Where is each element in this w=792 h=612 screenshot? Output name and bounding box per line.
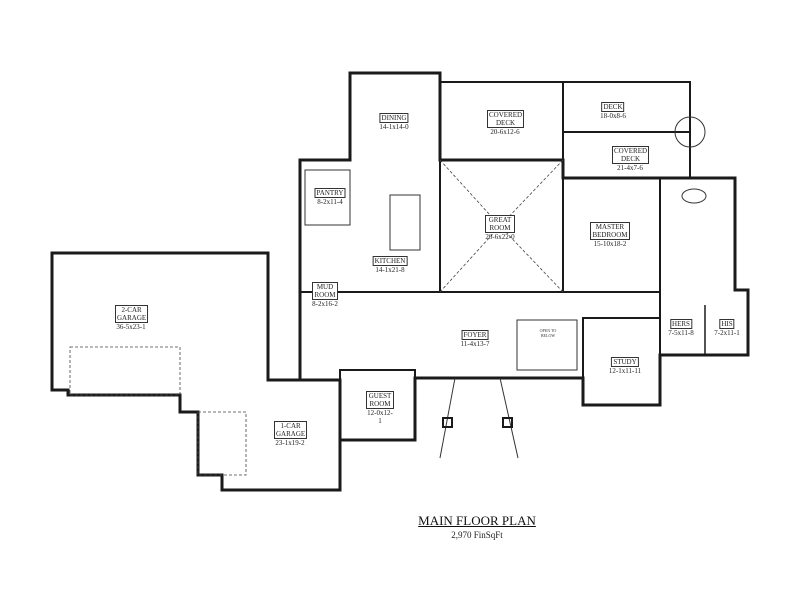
room-name: 2-CAR GARAGE: [115, 305, 149, 323]
room-dimensions: 8-2x16-2: [312, 300, 338, 308]
room-dimensions: 7-5x11-8: [668, 329, 694, 337]
room-dimensions: 8-2x11-4: [317, 198, 343, 206]
room-dimensions: 20-6x22-0: [485, 233, 515, 241]
room-dimensions: 14-1x21-8: [375, 266, 405, 274]
room-dimensions: 21-4x7-6: [617, 164, 643, 172]
garage-door-1car: [197, 411, 247, 476]
room-dimensions: 7-2x11-1: [714, 329, 740, 337]
room-name: FOYER: [461, 330, 489, 340]
room-name: COVERED DECK: [612, 146, 650, 164]
room-name: KITCHEN: [372, 256, 408, 266]
plan-subtitle: 2,970 FinSqFt: [451, 530, 503, 540]
room-name: COVERED DECK: [487, 110, 525, 128]
room-dimensions: 18-0x8-6: [600, 112, 626, 120]
room-dimensions: 11-4x13-7: [460, 340, 490, 348]
room-name: STUDY: [611, 357, 639, 367]
room-dimensions: 20-6x12-6: [490, 128, 520, 136]
room-name: MUD ROOM: [312, 282, 338, 300]
room-dimensions: 14-1x14-0: [379, 123, 409, 131]
room-dimensions: 36-5x23-1: [116, 323, 146, 331]
room-name: GUEST ROOM: [366, 391, 394, 409]
room-dimensions: 12-1x11-11: [608, 367, 642, 375]
room-name: HIS: [719, 319, 735, 329]
open-to-below-label: OPEN TO BELOW: [539, 328, 557, 338]
garage-door-2car: [69, 346, 181, 396]
house-outline: [298, 71, 750, 442]
room-dimensions: 12-0x12-1: [367, 409, 393, 425]
spiral-stair: [674, 116, 706, 148]
room-name: DECK: [601, 102, 625, 112]
room-name: DINING: [379, 113, 409, 123]
room-name: PANTRY: [314, 188, 346, 198]
room-name: HERS: [670, 319, 692, 329]
plan-title: MAIN FLOOR PLAN: [418, 513, 536, 528]
room-name: MASTER BEDROOM: [590, 222, 630, 240]
room-dimensions: 15-10x18-2: [593, 240, 627, 248]
room-name: 1-CAR GARAGE: [274, 421, 308, 439]
garage-outline: [50, 251, 342, 492]
room-dimensions: 23-1x19-2: [275, 439, 305, 447]
deck: [562, 81, 691, 133]
room-name: GREAT ROOM: [485, 215, 515, 233]
covered-deck-side: [562, 131, 691, 179]
